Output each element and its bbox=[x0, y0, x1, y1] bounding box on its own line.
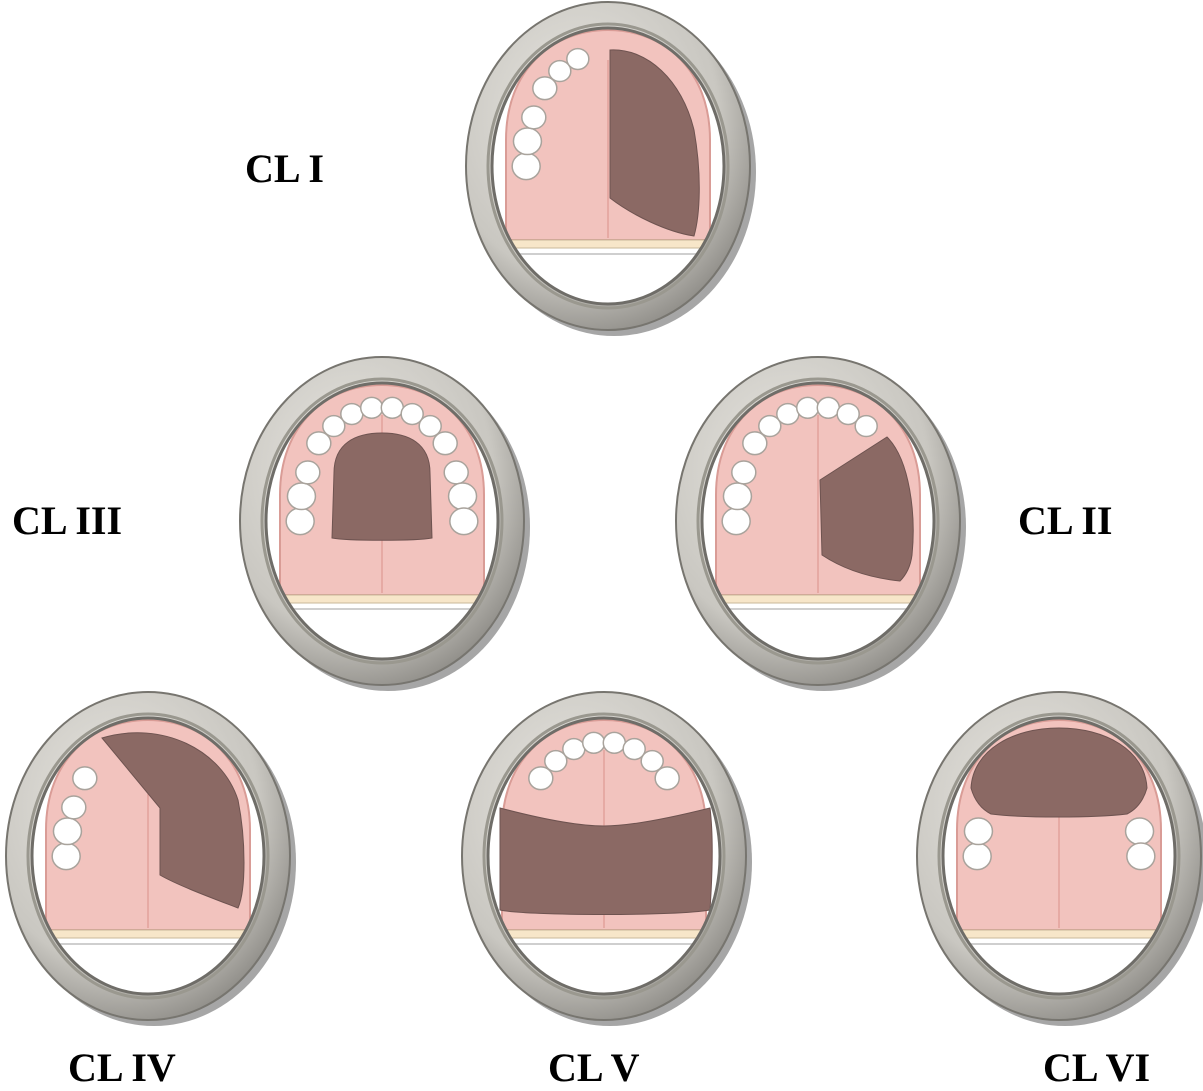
tooth-icon bbox=[287, 483, 315, 510]
tooth-icon bbox=[444, 461, 468, 484]
tooth-icon bbox=[433, 432, 457, 455]
cl1-arch-illustration bbox=[462, 0, 754, 334]
tooth-icon bbox=[855, 416, 877, 437]
tooth-icon bbox=[286, 508, 314, 535]
tooth-icon bbox=[722, 508, 750, 535]
label-cl2: CL II bbox=[1018, 497, 1113, 544]
label-cl6: CL VI bbox=[1043, 1044, 1150, 1091]
cl4-arch-illustration bbox=[2, 690, 294, 1024]
cl3-edentulous-area bbox=[332, 433, 432, 540]
tooth-icon bbox=[73, 767, 97, 790]
tooth-icon bbox=[341, 404, 363, 425]
tooth-icon bbox=[53, 818, 81, 845]
tooth-icon bbox=[52, 843, 80, 870]
cl2-arch-illustration bbox=[672, 355, 964, 689]
cl6-arch-illustration bbox=[913, 690, 1203, 1024]
tooth-icon bbox=[567, 49, 589, 70]
tooth-icon bbox=[583, 732, 605, 753]
mirror-cl5 bbox=[458, 690, 750, 1024]
tooth-icon bbox=[512, 153, 540, 180]
mirror-cl1 bbox=[462, 0, 754, 334]
tooth-icon bbox=[450, 508, 478, 535]
tooth-icon bbox=[777, 404, 799, 425]
tooth-icon bbox=[817, 397, 839, 418]
cl5-arch-illustration bbox=[458, 690, 750, 1024]
label-cl1: CL I bbox=[245, 145, 324, 192]
tooth-icon bbox=[655, 767, 679, 790]
mirror-cl2 bbox=[672, 355, 964, 689]
label-cl3: CL III bbox=[12, 497, 122, 544]
tooth-icon bbox=[296, 461, 320, 484]
tooth-icon bbox=[723, 483, 751, 510]
cl3-arch-illustration bbox=[236, 355, 528, 689]
tooth-icon bbox=[603, 732, 625, 753]
tooth-icon bbox=[513, 128, 541, 155]
tooth-icon bbox=[62, 796, 86, 819]
tooth-icon bbox=[381, 397, 403, 418]
tooth-icon bbox=[797, 397, 819, 418]
tooth-icon bbox=[361, 397, 383, 418]
tooth-icon bbox=[963, 843, 991, 870]
tooth-icon bbox=[522, 106, 546, 129]
tooth-icon bbox=[1126, 818, 1154, 845]
label-cl4: CL IV bbox=[68, 1044, 176, 1091]
tooth-icon bbox=[563, 739, 585, 760]
label-cl5: CL V bbox=[548, 1044, 640, 1091]
tooth-icon bbox=[732, 461, 756, 484]
mirror-cl6 bbox=[913, 690, 1203, 1024]
tooth-icon bbox=[449, 483, 477, 510]
mirror-cl3 bbox=[236, 355, 528, 689]
mirror-cl4 bbox=[2, 690, 294, 1024]
tooth-icon bbox=[964, 818, 992, 845]
tooth-icon bbox=[1127, 843, 1155, 870]
